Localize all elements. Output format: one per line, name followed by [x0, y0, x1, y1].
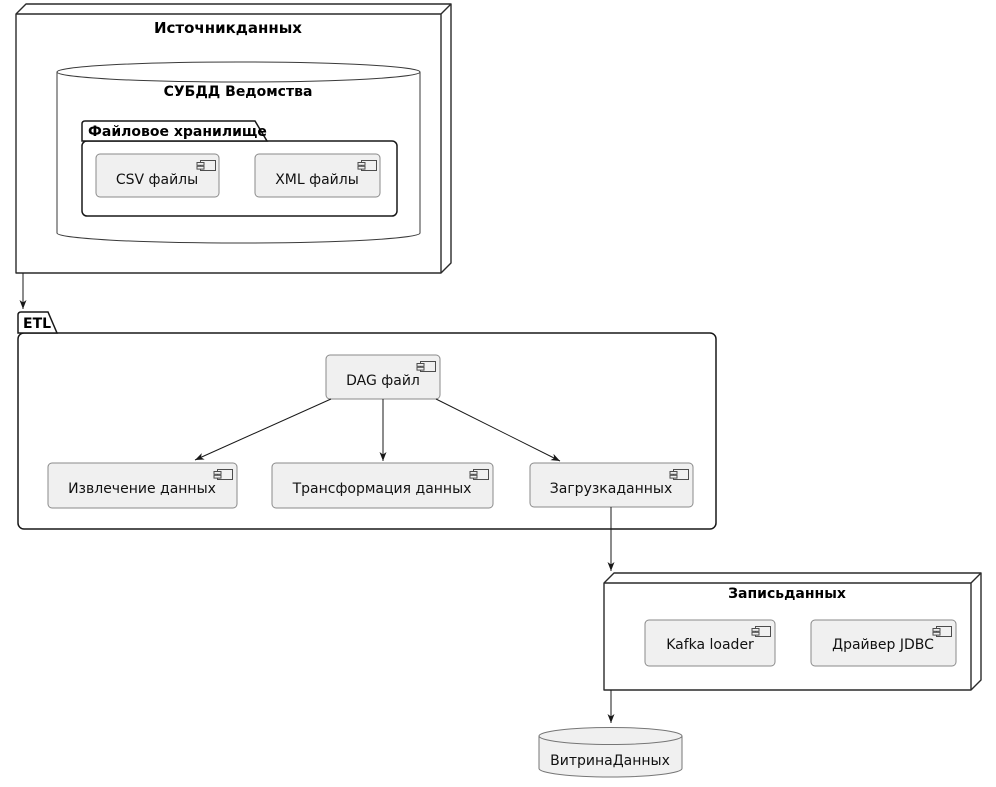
- node-sources-title: Источникданных: [154, 19, 302, 37]
- component-kafka-box: [644, 619, 776, 667]
- package-etl-title: ETL: [23, 316, 51, 332]
- component-xml-label: XML файлы: [275, 172, 359, 188]
- node-write-3d-edges: [604, 572, 982, 690]
- component-transform: Трансформация данных: [271, 462, 494, 509]
- component-dag: DAG файл: [325, 354, 441, 400]
- component-extract-box: [47, 462, 238, 509]
- database-mart-top-arc: [538, 735, 683, 745]
- component-kafka: Kafka loader: [644, 619, 776, 667]
- database-mart: ВитринаДанных: [538, 727, 683, 778]
- component-jdbc: Драйвер JDBC: [810, 619, 957, 667]
- node-sources-3d-edges: [16, 3, 452, 273]
- component-csv: CSV файлы: [95, 153, 220, 198]
- component-csv-box: [95, 153, 220, 198]
- database-mart-label: ВитринаДанных: [550, 753, 670, 769]
- database-dbms-top-arc: [56, 71, 421, 83]
- component-dag-label: DAG файл: [346, 373, 420, 389]
- component-jdbc-box: [810, 619, 957, 667]
- component-jdbc-label: Драйвер JDBC: [832, 637, 934, 653]
- database-mart-body: [538, 727, 683, 778]
- component-kafka-label: Kafka loader: [666, 637, 754, 653]
- package-file-storage: Файловое хранилище CSV файлы XML файлы: [81, 120, 398, 217]
- node-write: Записьданных Kafka loader Драйвер JDBC: [603, 572, 982, 691]
- component-transform-label: Трансформация данных: [292, 481, 472, 497]
- package-file-storage-title: Файловое хранилище: [88, 124, 267, 140]
- component-transform-box: [271, 462, 494, 509]
- package-etl: ETL DAG файл Извлечение данных Трансформ…: [17, 311, 717, 530]
- component-load-label: Загрузкаданных: [550, 481, 672, 497]
- database-dbms-title: СУБДД Ведомства: [164, 84, 313, 100]
- package-file-storage-tab: [81, 120, 269, 142]
- edge-dag-to-extract: [194, 398, 332, 461]
- component-extract-label: Извлечение данных: [68, 481, 216, 497]
- node-write-title: Записьданных: [728, 586, 846, 602]
- component-csv-label: CSV файлы: [116, 172, 198, 188]
- component-xml-box: [254, 153, 381, 198]
- edge-dag-to-load: [435, 398, 561, 462]
- package-etl-tab: [17, 311, 59, 334]
- component-xml: XML файлы: [254, 153, 381, 198]
- component-extract: Извлечение данных: [47, 462, 238, 509]
- component-load: Загрузкаданных: [529, 462, 694, 508]
